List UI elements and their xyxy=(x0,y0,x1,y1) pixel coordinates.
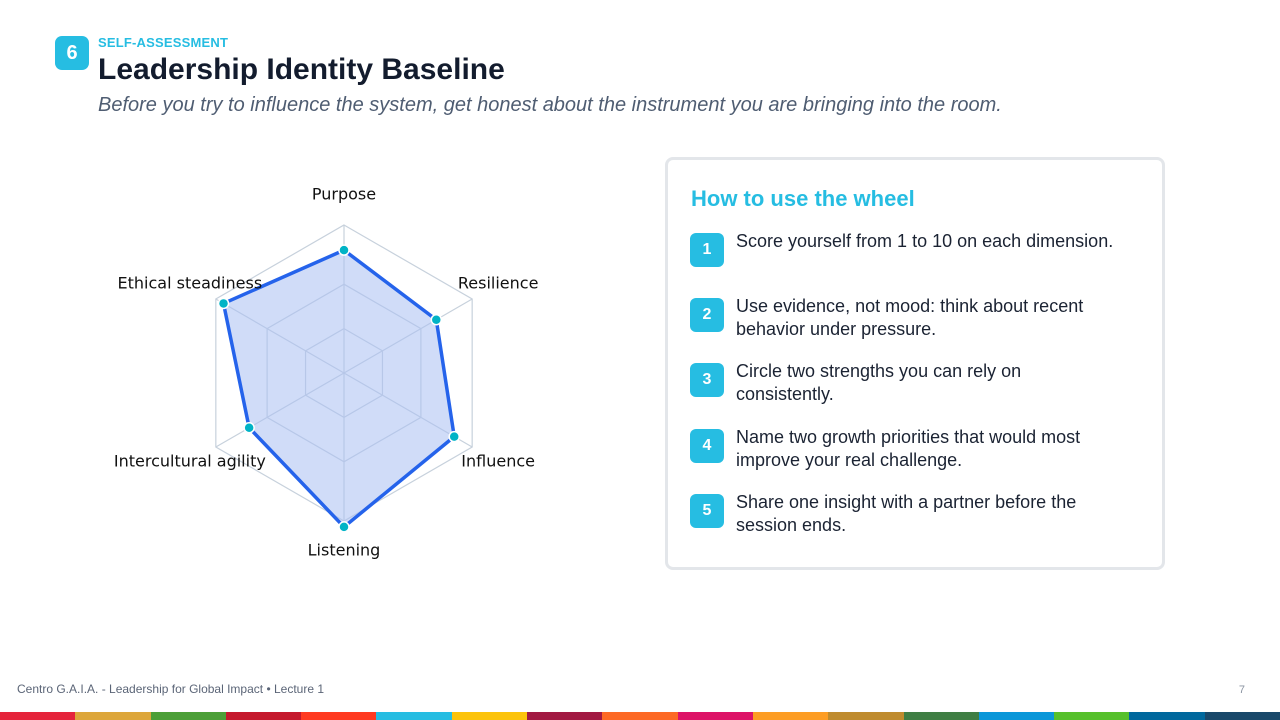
radar-point xyxy=(338,521,350,533)
step-text: Circle two strengths you can rely on con… xyxy=(736,361,1022,404)
step-number: 3 xyxy=(690,363,724,397)
eyebrow-label: SELF-ASSESSMENT xyxy=(98,35,229,50)
step-item: 4 Name two growth priorities that would … xyxy=(690,426,1140,471)
radar-point xyxy=(338,244,350,256)
radar-axis-label: Listening xyxy=(308,541,381,560)
color-bar-segment xyxy=(527,712,603,720)
sdg-color-bar xyxy=(0,712,1280,720)
step-item: 3 Circle two strengths you can rely on c… xyxy=(690,360,1140,405)
radar-axis-label: Resilience xyxy=(458,274,539,293)
color-bar-segment xyxy=(677,712,753,720)
step-number: 5 xyxy=(690,494,724,528)
color-bar-segment xyxy=(301,712,377,720)
card-title: How to use the wheel xyxy=(691,186,915,211)
page-number: 7 xyxy=(1238,684,1245,696)
color-bar-segment xyxy=(978,712,1055,720)
radar-axis-label: Ethical steadiness xyxy=(118,274,263,293)
color-bar-segment xyxy=(376,712,452,720)
instructions-card: How to use the wheel 1 Score yourself fr… xyxy=(665,157,1165,570)
page-title: Leadership Identity Baseline xyxy=(98,53,505,86)
color-bar-segment xyxy=(1204,712,1280,720)
step-text: Use evidence, not mood: think about rece… xyxy=(736,296,1084,339)
color-bar-segment xyxy=(0,712,76,720)
color-bar-segment xyxy=(225,712,302,720)
section-number-badge: 6 xyxy=(55,36,89,70)
radar-point xyxy=(217,297,230,310)
radar-point xyxy=(430,313,443,326)
footer-text: Centro G.A.I.A. - Leadership for Global … xyxy=(17,682,325,696)
step-number: 1 xyxy=(690,233,724,267)
page-subtitle: Before you try to influence the system, … xyxy=(98,94,1002,116)
radar-axis-label: Influence xyxy=(461,452,535,471)
radar-axis-label: Purpose xyxy=(312,185,376,204)
radar-point xyxy=(448,430,460,443)
step-item: 1 Score yourself from 1 to 10 on each di… xyxy=(690,230,1140,267)
radar-point xyxy=(243,422,255,434)
color-bar-segment xyxy=(602,712,678,720)
color-bar-segment xyxy=(150,712,226,720)
step-number: 2 xyxy=(690,298,724,332)
color-bar-segment xyxy=(1129,712,1205,720)
step-text: Share one insight with a partner before … xyxy=(736,492,1077,535)
radar-axis-label: Intercultural agility xyxy=(114,452,266,471)
step-number: 4 xyxy=(690,429,724,463)
color-bar-segment xyxy=(828,712,904,720)
step-item: 5 Share one insight with a partner befor… xyxy=(690,491,1140,536)
color-bar-segment xyxy=(752,712,829,720)
color-bar-segment xyxy=(75,712,151,720)
color-bar-segment xyxy=(903,712,979,720)
step-item: 2 Use evidence, not mood: think about re… xyxy=(690,295,1140,340)
color-bar-segment xyxy=(451,712,528,720)
step-text: Name two growth priorities that would mo… xyxy=(736,427,1081,470)
color-bar-segment xyxy=(1054,712,1130,720)
step-text: Score yourself from 1 to 10 on each dime… xyxy=(736,231,1114,251)
